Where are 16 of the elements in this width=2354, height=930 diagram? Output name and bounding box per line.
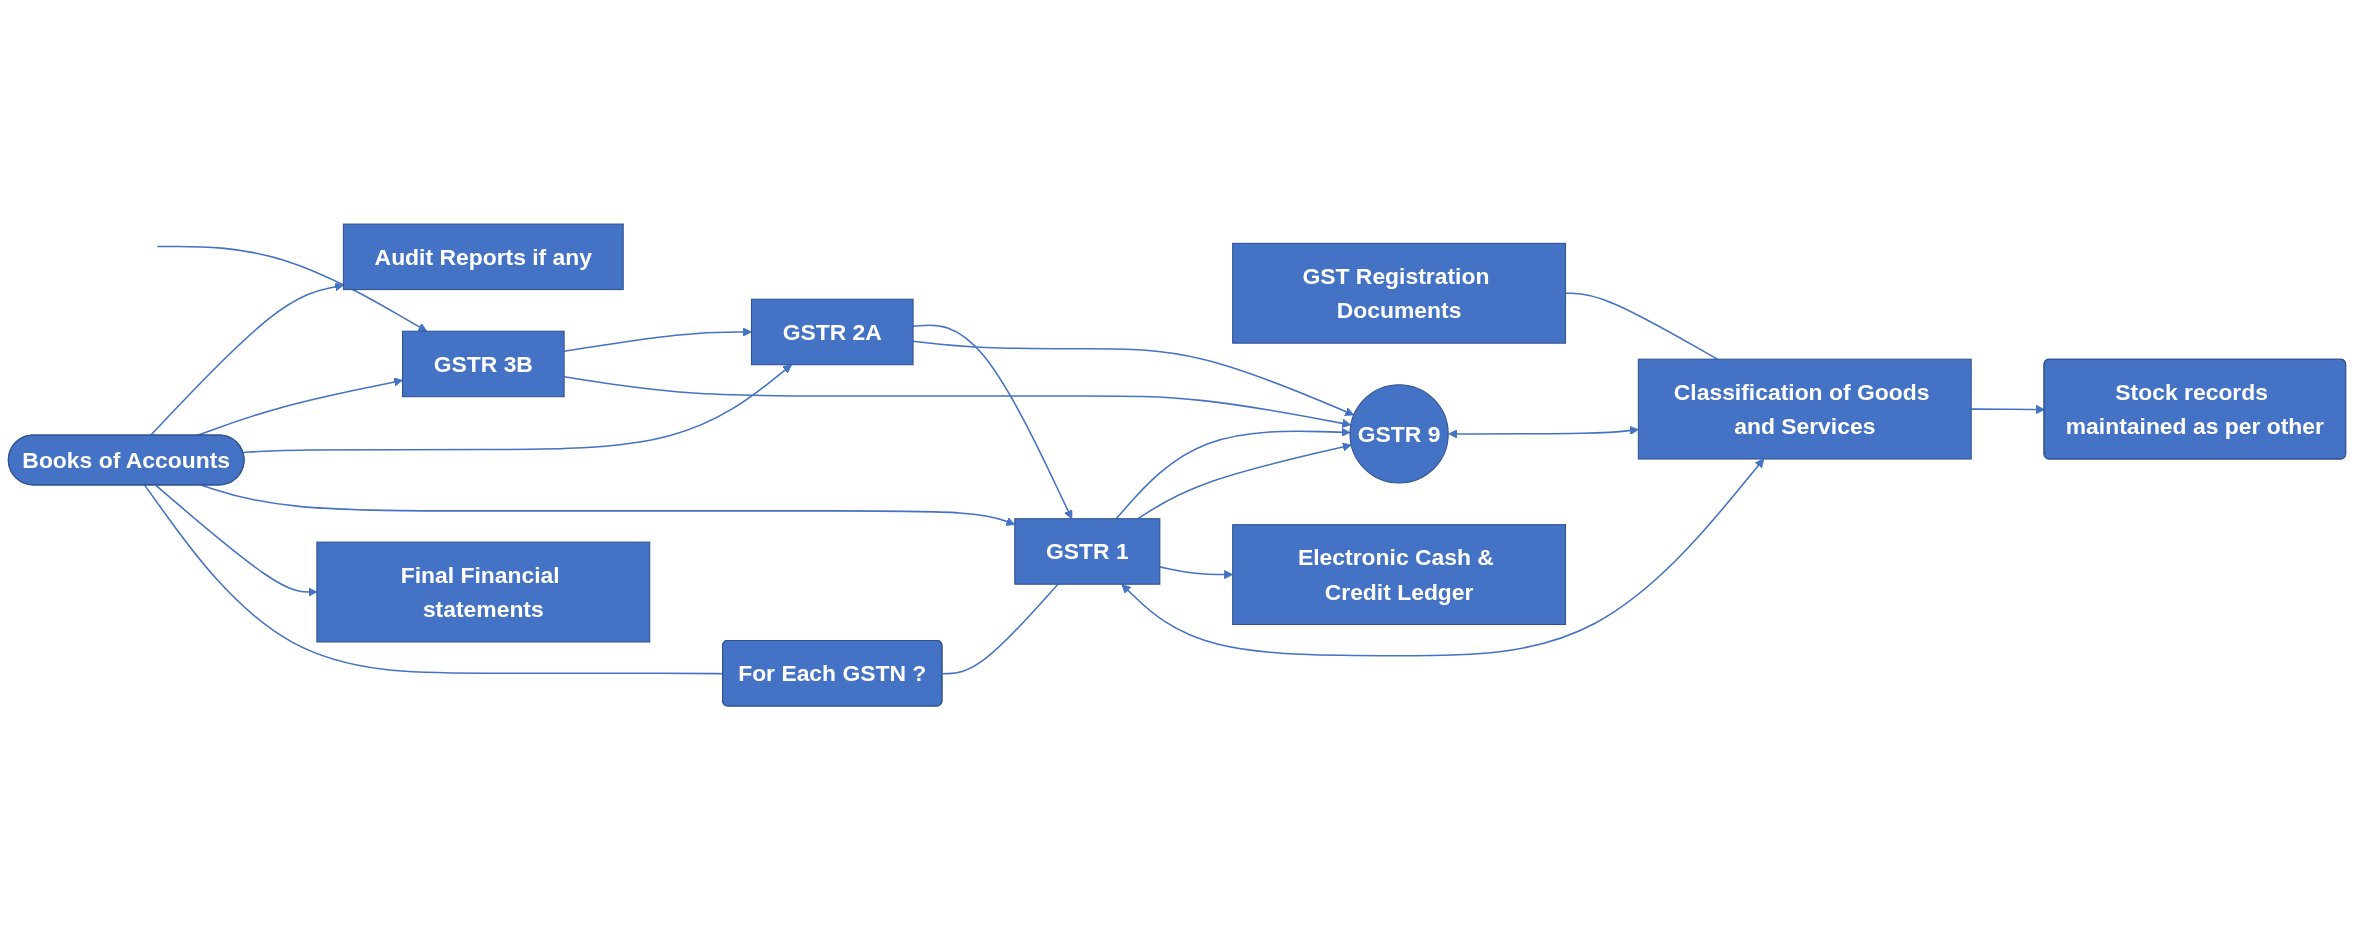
node-box: GSTR 1: [1014, 518, 1161, 585]
connector: [941, 583, 1059, 675]
arrow: [1137, 442, 1352, 520]
arrow: [156, 245, 428, 332]
arrow: [1121, 458, 1765, 657]
arrow: [1115, 427, 1351, 520]
node-box: GSTR 3B: [402, 330, 565, 398]
node-box: Electronic Cash & Credit Ledger: [1232, 524, 1567, 626]
node-box: Audit Reports if any: [342, 223, 624, 291]
node-box: GSTR 2A: [750, 298, 914, 366]
arrow: [1448, 425, 1639, 439]
node-box: GST Registration Documents: [1232, 242, 1567, 344]
node-circle: GSTR 9: [1349, 384, 1449, 484]
node-box: Final Financial statements: [316, 541, 651, 643]
node-box: Classification of Goods and Services: [1637, 358, 1972, 460]
arrow: [242, 364, 792, 454]
